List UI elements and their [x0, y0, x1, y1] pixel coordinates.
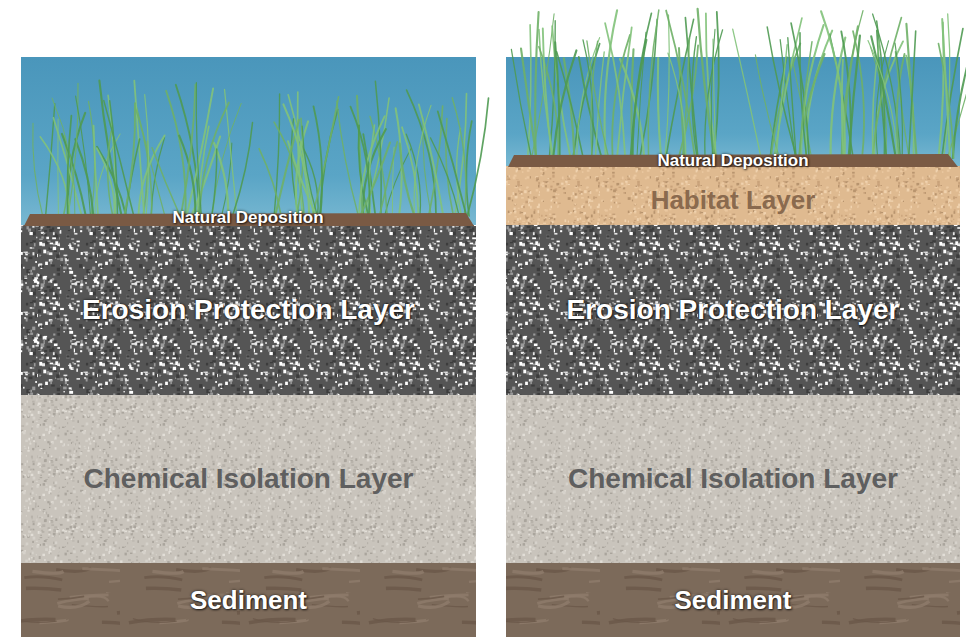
water — [21, 57, 476, 227]
erosion-band — [21, 225, 476, 395]
layer-label: Chemical Isolation Layer — [84, 464, 414, 495]
layer-label: Sediment — [674, 586, 791, 615]
layer-label: Natural Deposition — [172, 209, 323, 228]
chemical-band — [506, 395, 960, 563]
chemical-band — [21, 395, 476, 563]
chemical-isolation-band: Chemical Isolation Layer — [506, 395, 960, 563]
layer-label: Sediment — [190, 586, 307, 615]
deposition-band: Natural Deposition — [508, 152, 958, 170]
layer-label: Habitat Layer — [651, 186, 816, 215]
erosion-band — [506, 225, 960, 395]
layer-label: Natural Deposition — [657, 152, 808, 171]
erosion-protection-band: Erosion Protection Layer — [506, 225, 960, 395]
grass — [33, 81, 489, 216]
sediment-band: Sediment — [21, 563, 476, 637]
chemical-isolation-band: Chemical Isolation Layer — [21, 395, 476, 563]
grass — [511, 9, 966, 158]
layer-label: Chemical Isolation Layer — [568, 464, 898, 495]
deposition-band: Natural Deposition — [25, 209, 471, 227]
layer-label: Erosion Protection Layer — [567, 295, 900, 326]
sediment-band — [506, 563, 960, 637]
sediment-band — [21, 563, 476, 637]
layer-label: Erosion Protection Layer — [82, 295, 415, 326]
habitat-band — [506, 166, 960, 225]
erosion-protection-band: Erosion Protection Layer — [21, 225, 476, 395]
habitat-band: Habitat Layer — [506, 172, 960, 228]
sediment-band: Sediment — [506, 563, 960, 637]
